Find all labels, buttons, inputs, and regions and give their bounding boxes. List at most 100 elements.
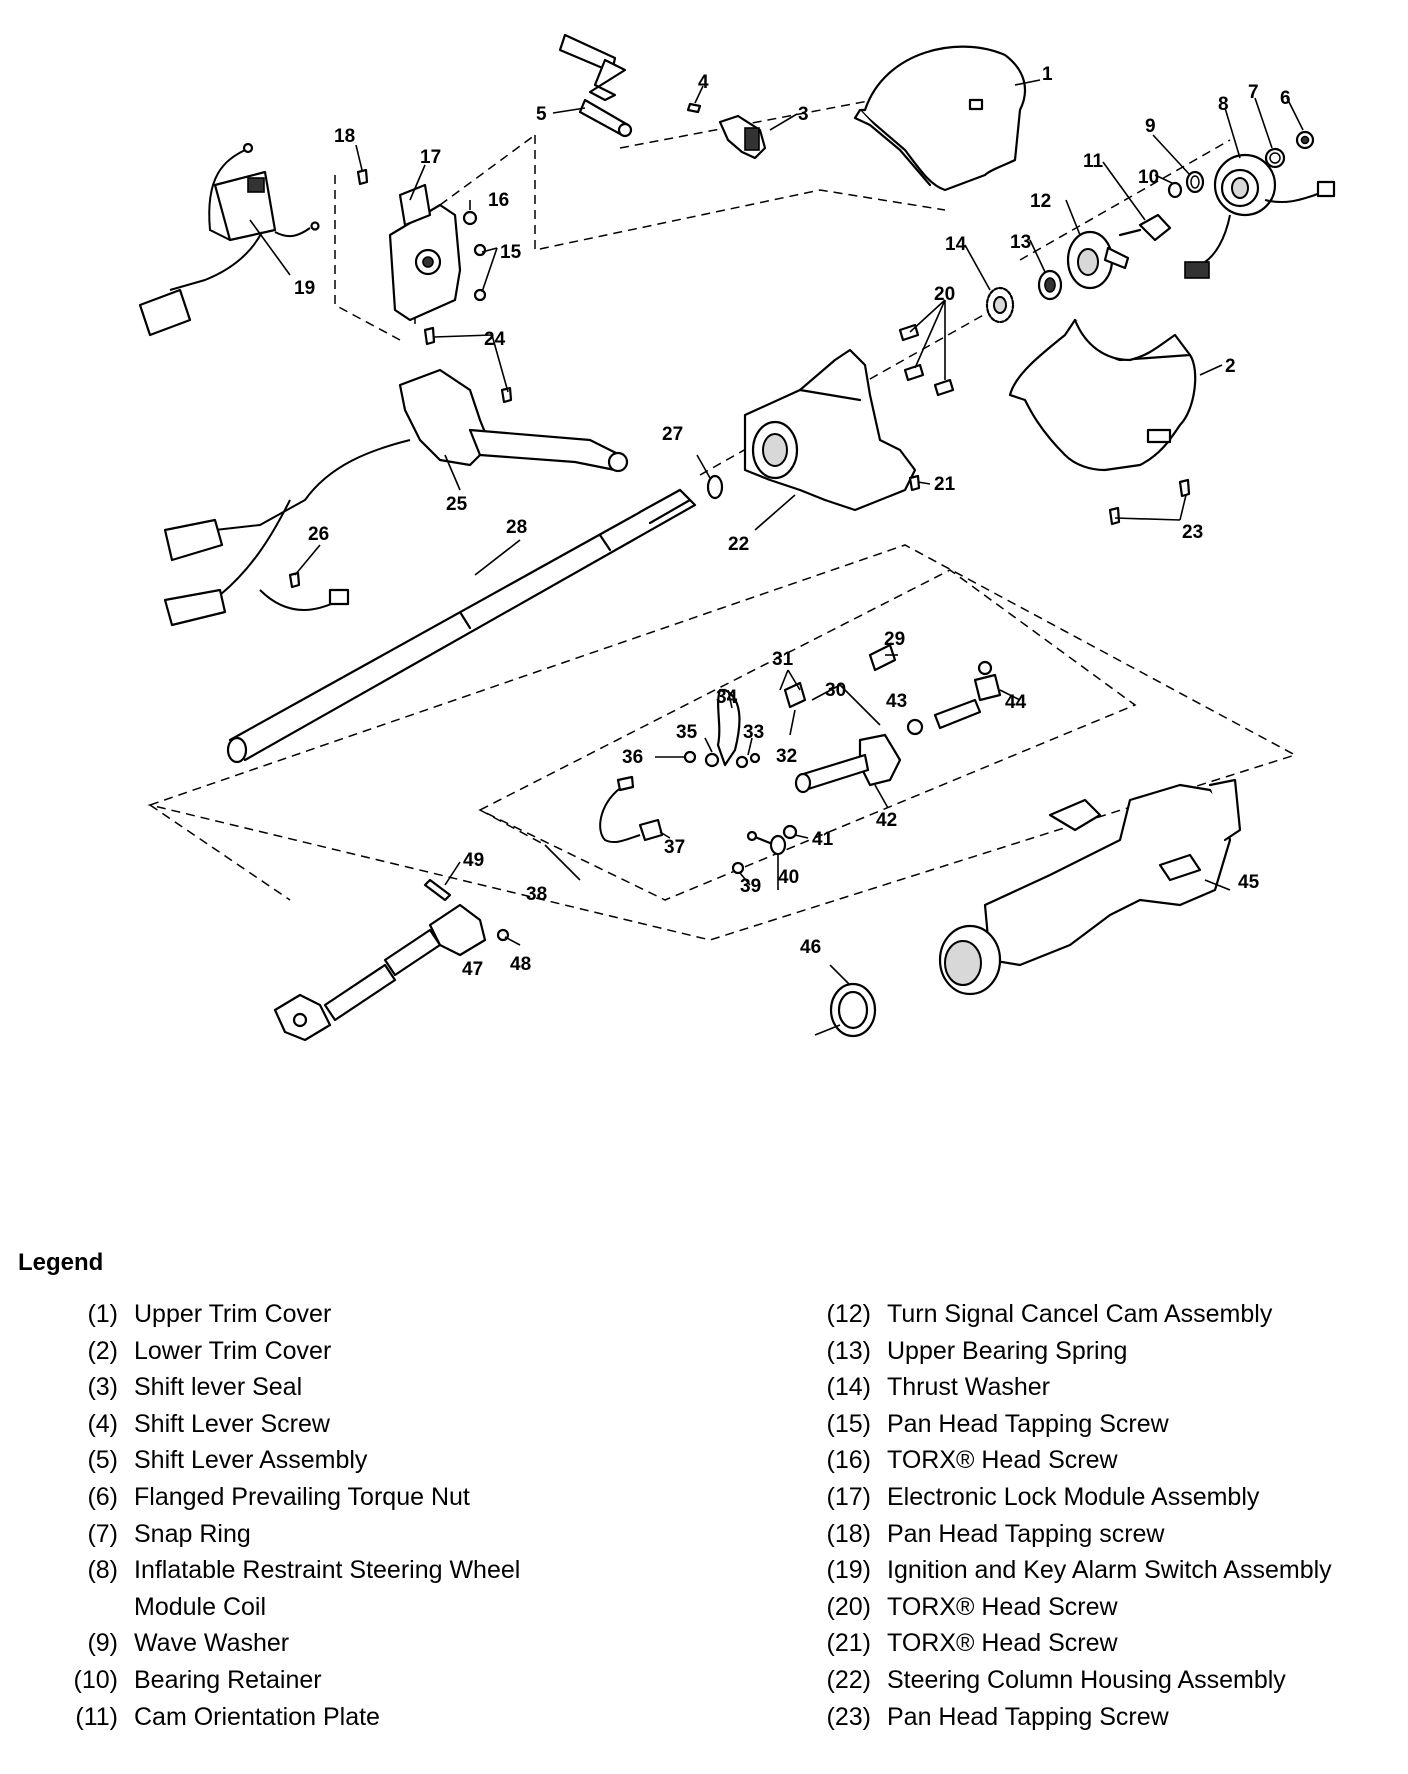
legend-item-label: Pan Head Tapping Screw	[887, 1409, 1169, 1438]
legend-item: (20)TORX® Head Screw	[805, 1589, 1405, 1626]
callout-10: 10	[1138, 167, 1159, 188]
callout-13: 13	[1010, 232, 1031, 253]
part-turn-signal-cancel-cam	[1066, 230, 1130, 290]
exploded-view-diagram: 1 2 3 4 5 6 7 8 9 10 11 12 13 14 15 16 1…	[138, 33, 1336, 1042]
legend-item: (12)Turn Signal Cancel Cam Assembly	[805, 1296, 1405, 1333]
legend-item: (13)Upper Bearing Spring	[805, 1333, 1405, 1370]
part-steering-shaft	[226, 488, 697, 764]
legend-item: (14) Thrust Washer	[805, 1369, 1405, 1406]
part-screw-26	[288, 571, 301, 589]
legend-item: (23) Pan Head Tapping Screw	[805, 1699, 1405, 1736]
legend-item: (1)Upper Trim Cover	[52, 1296, 752, 1333]
part-upper-trim-cover	[853, 45, 1027, 192]
callout-47: 47	[462, 959, 483, 980]
legend-item: (8)Inflatable Restraint Steering Wheel M…	[52, 1552, 752, 1625]
part-snap-ring	[1264, 147, 1286, 169]
callout-46: 46	[800, 937, 821, 958]
callout-40: 40	[778, 867, 799, 888]
legend-column-right: (12)Turn Signal Cancel Cam Assembly(13)U…	[805, 1296, 1405, 1735]
legend-item-label: TORX® Head Screw	[887, 1629, 1118, 1658]
part-ignition-key-alarm-switch	[138, 142, 320, 337]
callout-9: 9	[1145, 116, 1156, 137]
legend-item-number: (16)	[826, 1446, 871, 1475]
callout-41: 41	[812, 829, 834, 850]
callout-36: 36	[622, 747, 643, 768]
part-intermediate-shaft	[273, 903, 487, 1042]
callout-38: 38	[526, 884, 547, 905]
callout-3: 3	[798, 104, 809, 125]
callout-45: 45	[1238, 872, 1260, 893]
legend-item-number: (9)	[87, 1629, 118, 1658]
legend-item-number: (14)	[826, 1373, 871, 1402]
legend-item-label: Thrust Washer	[887, 1373, 1051, 1402]
legend-title: Legend	[18, 1249, 104, 1276]
part-shift-lever-seal	[718, 114, 767, 160]
callout-labels: 1 2 3 4 5 6 7 8 9 10 11 12 13 14 15 16 1…	[294, 64, 1291, 980]
callout-42: 42	[876, 810, 897, 831]
legend-item-number: (20)	[826, 1592, 871, 1621]
legend-item-label: Inflatable Restraint Steering Wheel Modu…	[134, 1556, 521, 1621]
callout-37: 37	[664, 837, 685, 858]
part-screws-15	[473, 243, 487, 302]
part-actuator-42	[794, 733, 902, 794]
callout-44: 44	[1005, 692, 1027, 713]
part-shift-lever-screw	[686, 102, 702, 114]
legend-item-number: (3)	[87, 1373, 118, 1402]
callout-25: 25	[446, 494, 468, 515]
legend-item-number: (18)	[826, 1519, 871, 1548]
callout-15: 15	[500, 242, 522, 263]
legend-item: (10)Bearing Retainer	[52, 1662, 752, 1699]
legend-item-number: (17)	[826, 1482, 871, 1511]
part-screw-21	[908, 474, 921, 492]
legend-item-label: Ignition and Key Alarm Switch Assembly	[887, 1556, 1332, 1585]
legend-item: (21) TORX® Head Screw	[805, 1625, 1405, 1662]
callout-12: 12	[1030, 191, 1051, 212]
legend-item-label: Upper Trim Cover	[134, 1300, 332, 1328]
callout-22: 22	[728, 534, 749, 555]
legend-item: (19) Ignition and Key Alarm Switch Assemb…	[805, 1552, 1405, 1589]
legend-item-number: (4)	[87, 1409, 118, 1438]
legend-item: (22)Steering Column Housing Assembly	[805, 1662, 1405, 1699]
callout-29: 29	[884, 629, 905, 650]
legend-item-label: Pan Head Tapping screw	[887, 1519, 1165, 1548]
callout-27: 27	[662, 424, 683, 445]
callout-4: 4	[698, 72, 709, 93]
legend-column-left: (1)Upper Trim Cover(2)Lower Trim Cover (3…	[52, 1296, 752, 1735]
part-screws-23	[1108, 478, 1191, 526]
legend-item-label: Wave Washer	[134, 1629, 290, 1658]
part-shift-lever-assembly	[558, 33, 633, 138]
legend-item-label: Lower Trim Cover	[134, 1336, 332, 1365]
callout-34: 34	[716, 687, 738, 708]
legend-item-number: (19)	[826, 1556, 871, 1585]
legend-item-label: Electronic Lock Module Assembly	[887, 1482, 1260, 1511]
legend-item-label: TORX® Head Screw	[887, 1446, 1118, 1475]
legend-item: (5)Shift Lever Assembly	[52, 1442, 752, 1479]
legend-item-number: (21)	[826, 1629, 871, 1658]
legend-item-number: (7)	[87, 1519, 118, 1548]
legend-item-label: Cam Orientation Plate	[134, 1702, 380, 1731]
legend-item-number: (13)	[826, 1336, 871, 1365]
part-steering-column-housing	[743, 348, 917, 512]
callout-5: 5	[536, 104, 547, 125]
callout-30: 30	[825, 680, 846, 701]
callout-18: 18	[334, 126, 355, 147]
callout-19: 19	[294, 278, 315, 299]
part-electronic-lock-module	[388, 183, 462, 322]
legend-item-label: Shift lever Seal	[134, 1373, 303, 1402]
legend-item-label: Snap Ring	[134, 1519, 251, 1548]
legend-item: (18) Pan Head Tapping screw	[805, 1516, 1405, 1553]
callout-16: 16	[488, 190, 509, 211]
part-switch-37	[599, 775, 664, 844]
callout-14: 14	[945, 234, 967, 255]
part-bearing-46	[814, 982, 877, 1038]
part-bolt-49	[423, 878, 452, 902]
legend-item: (2)Lower Trim Cover	[52, 1333, 752, 1370]
legend-item: (17) Electronic Lock Module Assembly	[805, 1479, 1405, 1516]
legend-item-number: (5)	[87, 1446, 118, 1475]
legend-item-number: (23)	[826, 1702, 871, 1731]
part-bearing-retainer	[1167, 181, 1183, 199]
legend-item-label: Pan Head Tapping Screw	[887, 1702, 1169, 1731]
legend-item-label: Turn Signal Cancel Cam Assembly	[887, 1300, 1273, 1328]
callout-26: 26	[308, 524, 329, 545]
part-small-parts-33-35-36	[683, 750, 761, 769]
